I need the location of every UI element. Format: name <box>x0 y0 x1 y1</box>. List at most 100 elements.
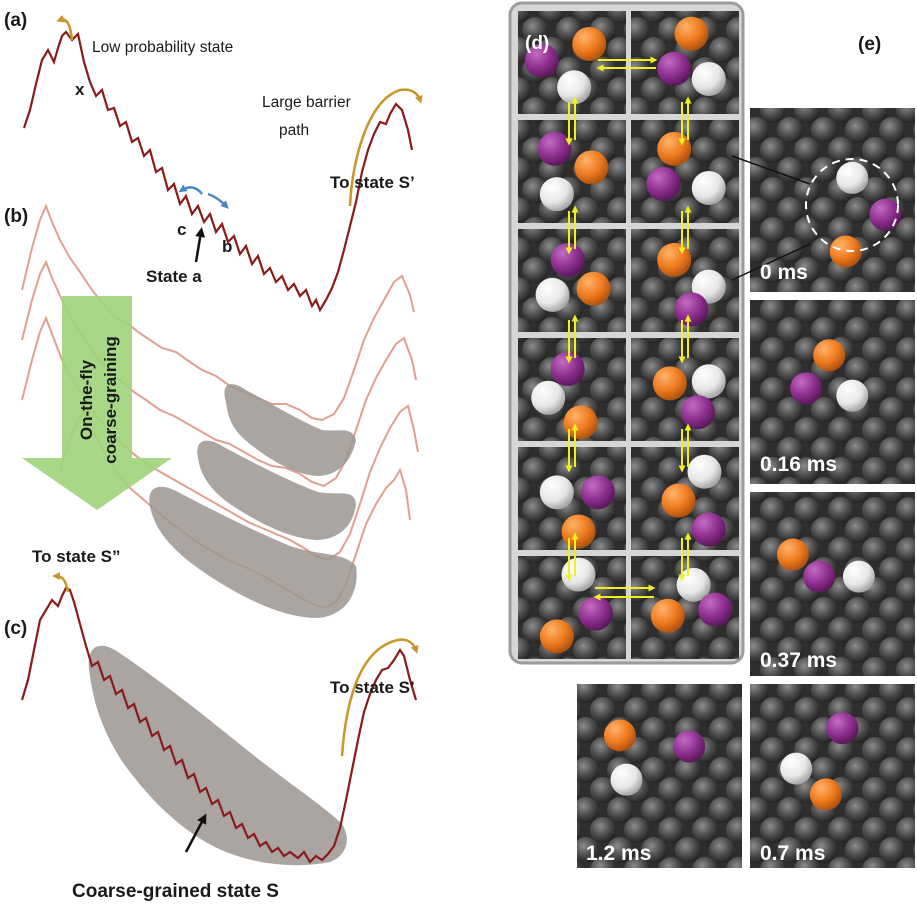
surface-lattice <box>750 684 915 868</box>
coarse-graining-label-2: coarse-graining <box>101 336 120 464</box>
purple-atom <box>673 730 706 763</box>
surface-lattice <box>577 684 742 868</box>
label-to-state-s-double-prime: To state S” <box>32 547 120 566</box>
orange-atom <box>574 150 609 185</box>
panel-d-cell-2-1 <box>631 229 739 332</box>
panel-e-time-labels: 0 ms 0.16 ms 0.37 ms 0.7 ms 1.2 ms <box>586 261 837 865</box>
label-low-probability: Low probability state <box>92 39 233 56</box>
large-barrier-arrow <box>348 88 423 207</box>
white-atom <box>535 277 570 312</box>
panel-d-cell-2-0 <box>518 229 626 332</box>
label-b: b <box>222 237 232 256</box>
label-to-state-s-prime-a: To state S’ <box>330 173 415 192</box>
purple-atom <box>646 166 681 201</box>
coarse-graining-label-1: On-the-fly <box>77 359 96 440</box>
blue-hop-arrow-left <box>178 184 203 195</box>
orange-atom <box>657 242 692 277</box>
orange-atom <box>576 271 611 306</box>
energy-curve-c <box>20 586 418 864</box>
panel-d-cell-0-1 <box>631 11 739 114</box>
panel-label-c: (c) <box>4 618 27 639</box>
panel-a-energy-landscape: x Low probability state Large barrier pa… <box>22 14 423 313</box>
coarse-graining-arrow: On-the-fly coarse-graining <box>22 296 172 510</box>
panel-d-cell-1-0 <box>518 120 626 223</box>
orange-atom <box>657 131 692 166</box>
to-s-prime-arrow-c <box>340 638 419 757</box>
purple-atom <box>580 475 615 510</box>
white-atom <box>691 61 726 96</box>
label-x: x <box>75 80 85 99</box>
panel-d-cell-3-1 <box>631 338 739 441</box>
panel-c-coarse-grained: To state S” To state S’ Coarse-grained s… <box>20 547 419 902</box>
orange-atom <box>572 26 607 61</box>
purple-atom <box>657 51 692 86</box>
panel-d-cell-5-1 <box>631 556 739 659</box>
panel-e-frame-0 <box>750 108 915 292</box>
panel-d-cells <box>518 11 739 659</box>
orange-atom <box>563 405 598 440</box>
purple-atom <box>869 198 902 231</box>
low-probability-arrow <box>56 14 74 41</box>
orange-atom <box>561 514 596 549</box>
panel-d-cell-4-0 <box>518 447 626 550</box>
white-atom <box>610 763 643 796</box>
white-atom <box>780 752 813 785</box>
time-label-0: 0 ms <box>760 261 808 284</box>
panel-d-cell-0-0 <box>518 11 626 114</box>
label-state-a: State a <box>146 267 202 286</box>
surface-lattice <box>518 120 626 223</box>
label-c: c <box>177 220 186 239</box>
shaded-state-3 <box>149 486 357 618</box>
white-atom <box>842 560 875 593</box>
orange-atom <box>603 719 636 752</box>
purple-atom <box>537 131 572 166</box>
surface-lattice <box>631 120 739 223</box>
orange-atom <box>674 16 709 51</box>
orange-atom <box>829 235 862 268</box>
panel-d-cell-1-1 <box>631 120 739 223</box>
white-atom <box>687 454 722 489</box>
purple-atom <box>550 242 585 277</box>
orange-atom <box>661 483 696 518</box>
orange-atom <box>813 339 846 372</box>
panel-d-cell-4-1 <box>631 447 739 550</box>
orange-atom <box>650 598 685 633</box>
panel-b-shaded-states <box>149 384 357 618</box>
white-atom <box>539 475 574 510</box>
shaded-state-s <box>88 645 347 866</box>
orange-atom <box>809 778 842 811</box>
panel-e-frame-2 <box>750 492 915 676</box>
purple-atom <box>550 351 585 386</box>
orange-atom <box>652 366 687 401</box>
faded-curve-1 <box>21 203 415 422</box>
zoom-callout <box>731 155 899 281</box>
purple-atom <box>826 712 859 745</box>
orange-atom <box>776 538 809 571</box>
purple-atom <box>674 292 709 327</box>
white-atom <box>531 380 566 415</box>
panel-d: (d) <box>508 1 745 665</box>
white-atom <box>561 557 596 592</box>
label-coarse-grained-state: Coarse-grained state S <box>72 881 279 902</box>
energy-curve-a <box>22 30 414 313</box>
panel-label-b: (b) <box>4 206 28 227</box>
purple-atom <box>790 372 823 405</box>
panel-label-d: (d) <box>525 33 549 54</box>
time-label-1: 0.16 ms <box>760 453 837 476</box>
orange-atom <box>539 619 574 654</box>
label-large-barrier-2: path <box>279 122 309 139</box>
to-s-double-prime-arrow <box>52 572 70 593</box>
shaded-state-1 <box>224 384 356 476</box>
white-atom <box>836 379 869 412</box>
shaded-state-2 <box>197 440 356 540</box>
panel-d-cell-5-0 <box>518 556 626 659</box>
panel-e-frame-1 <box>750 300 915 484</box>
purple-atom <box>803 560 836 593</box>
time-label-4: 1.2 ms <box>586 842 651 865</box>
panel-label-a: (a) <box>4 10 27 31</box>
purple-atom <box>578 596 613 631</box>
white-atom <box>539 177 574 212</box>
label-to-state-s-prime-c: To state S’ <box>330 678 415 697</box>
white-atom <box>691 170 726 205</box>
